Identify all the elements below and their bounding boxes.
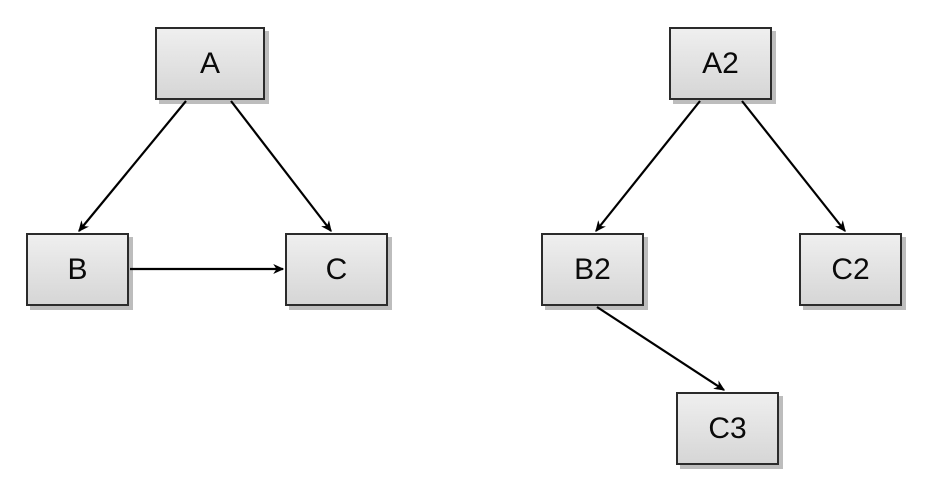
node-label-c: C [325, 252, 348, 286]
node-label-a2: A2 [702, 46, 739, 80]
node-label-a: A [199, 46, 220, 80]
edge-a-to-b[interactable] [78, 100, 187, 231]
node-c3[interactable]: C3 [676, 392, 779, 465]
edge-a2-to-c2[interactable] [741, 100, 846, 231]
node-a[interactable]: A [155, 27, 265, 100]
node-label-b: B [67, 252, 88, 286]
node-b[interactable]: B [26, 233, 129, 306]
node-label-c2: C2 [831, 252, 870, 286]
edge-b2-to-c3[interactable] [596, 306, 724, 391]
node-c[interactable]: C [285, 233, 388, 306]
node-label-c3: C3 [708, 411, 747, 445]
node-b2[interactable]: B2 [541, 233, 644, 306]
node-a2[interactable]: A2 [669, 27, 772, 100]
node-c2[interactable]: C2 [799, 233, 902, 306]
node-label-b2: B2 [574, 252, 611, 286]
edges-group [78, 100, 846, 391]
edge-a-to-c[interactable] [230, 100, 332, 231]
edge-a2-to-b2[interactable] [595, 100, 701, 231]
